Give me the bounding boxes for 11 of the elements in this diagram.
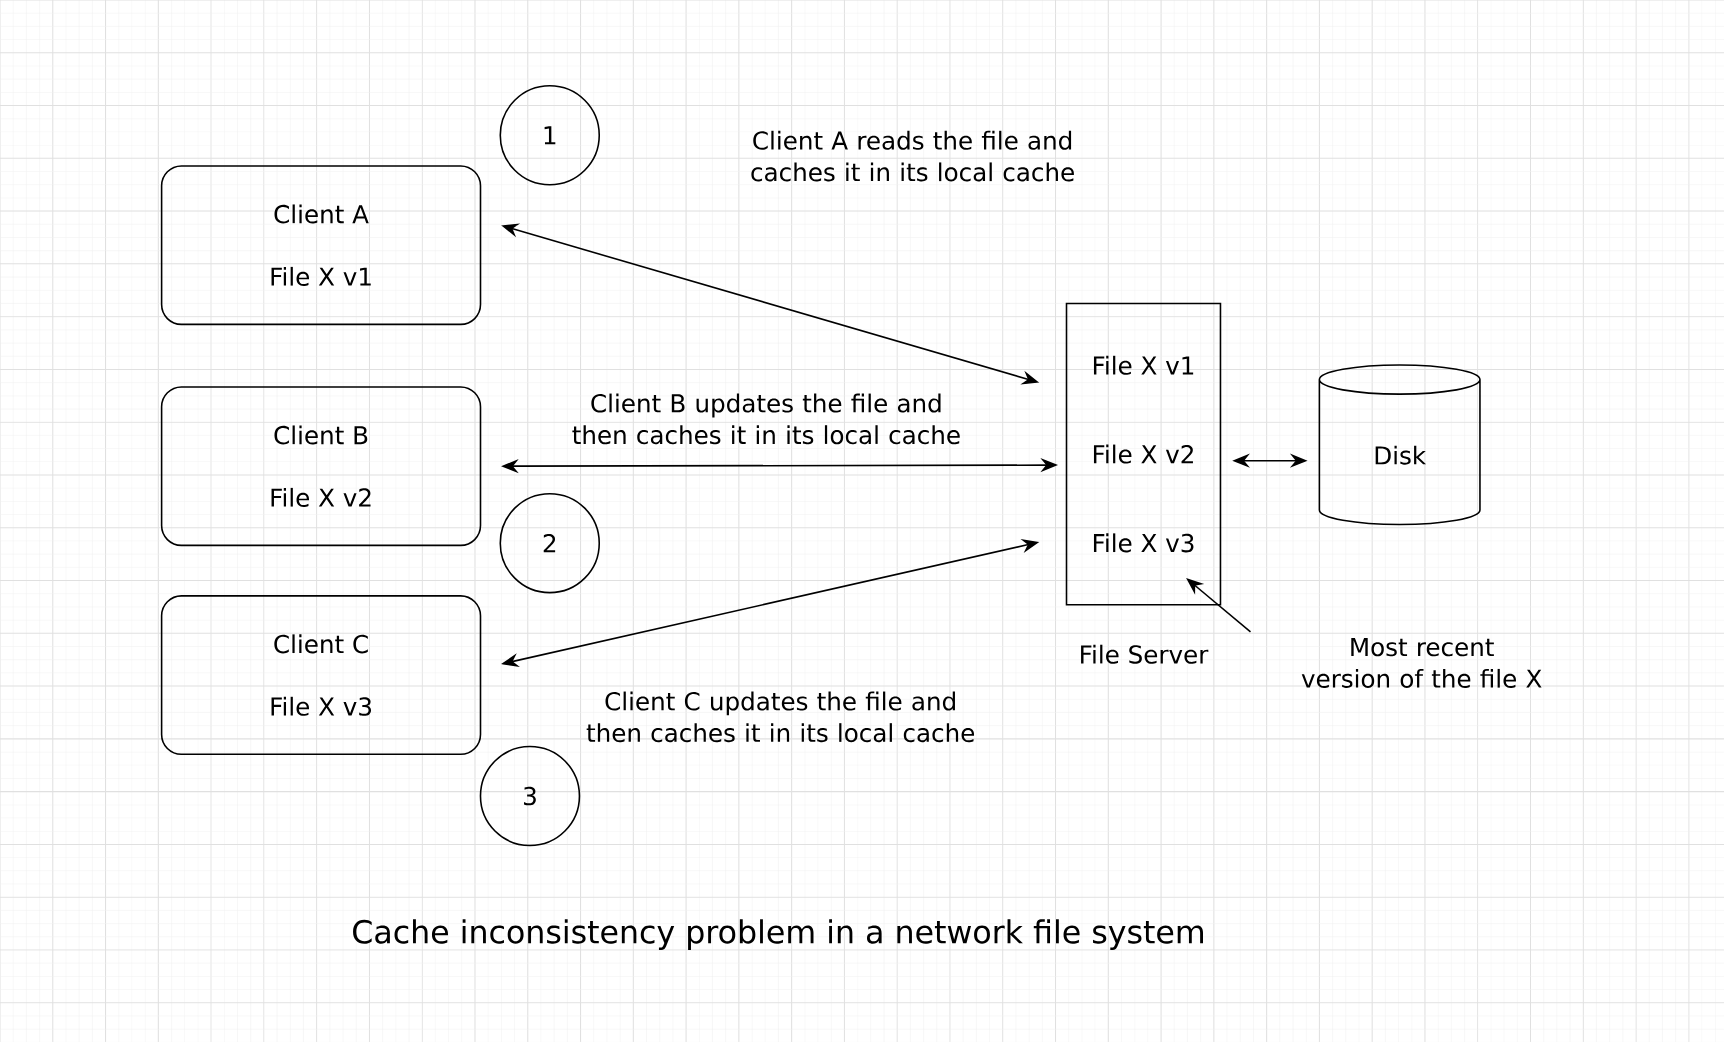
note-text: Most recent version of the file X — [1301, 637, 1542, 688]
step-description: Client C updates the file and then caches it in its local cache — [586, 691, 975, 743]
client-box: Client B File X v2 — [160, 386, 482, 546]
client-box: Client A File X v1 — [160, 165, 482, 325]
file-server-box: File X v1 File X v2 File X v3 — [1065, 302, 1222, 606]
step-description: Client A reads the file and caches it in its local cache — [751, 130, 1074, 182]
disk-cylinder: Disk — [1318, 364, 1481, 526]
caption: Cache inconsistency problem in a network file system — [353, 919, 1203, 950]
client-box: Client C File X v3 — [160, 594, 482, 755]
step-description: Client B updates the file and then caches it in its local cache — [572, 393, 960, 445]
caption-text: File Server — [1081, 644, 1209, 664]
